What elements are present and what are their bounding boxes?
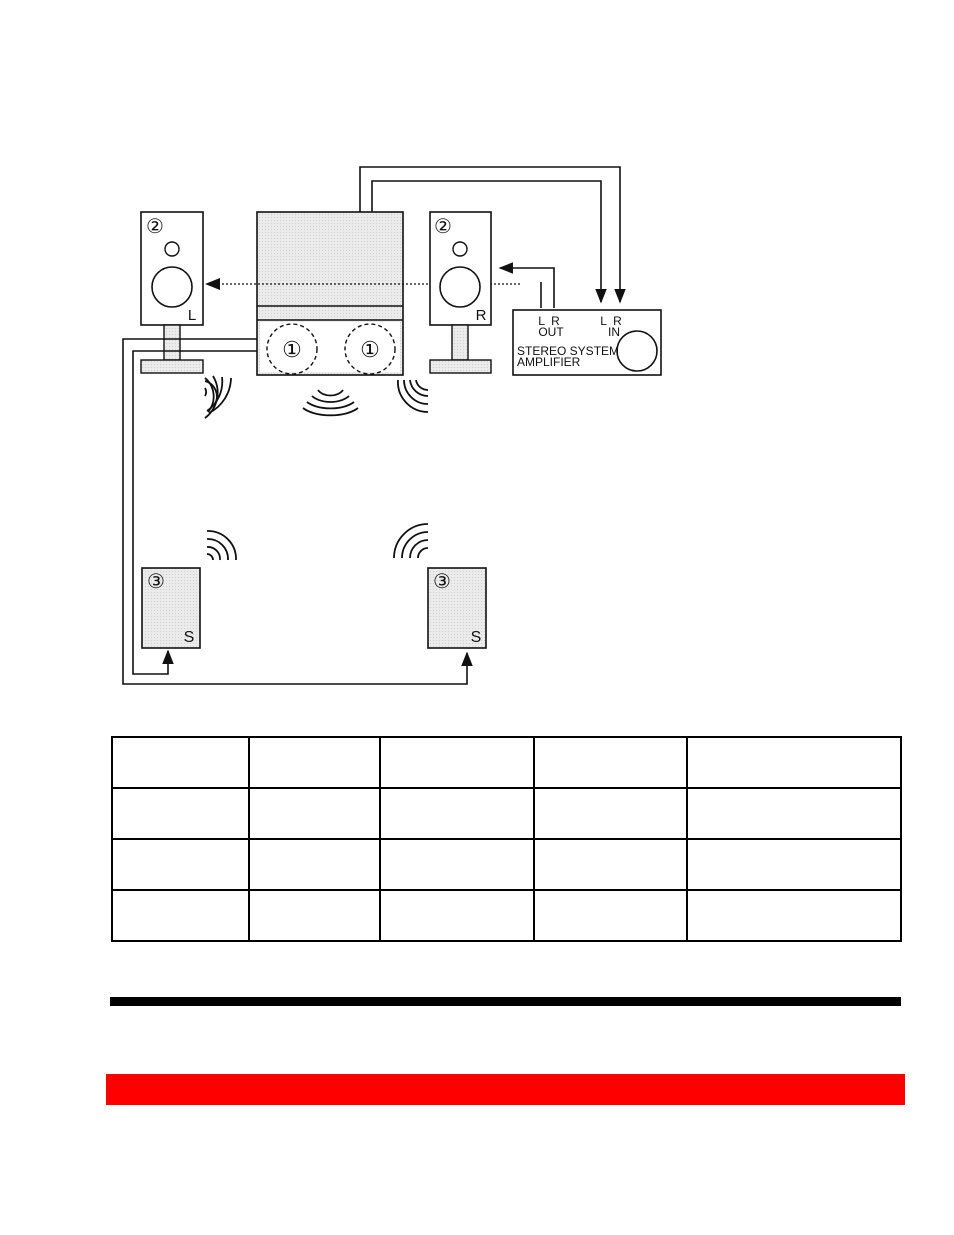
callout-surround-right: ③ <box>433 571 451 593</box>
front-left-label: L <box>188 307 196 324</box>
surround-right-speaker: ③ S <box>427 567 487 649</box>
table-cell <box>248 889 381 942</box>
main-unit-left-driver <box>266 323 318 375</box>
sound-wave-front-right <box>397 379 429 413</box>
table-cell <box>111 736 250 789</box>
table-row <box>111 736 902 789</box>
table-row <box>111 787 902 840</box>
front-left-woofer <box>151 266 193 308</box>
table-cell <box>533 838 688 891</box>
amp-out-label: OUT <box>538 325 564 339</box>
amp-in-label: IN <box>608 325 620 339</box>
red-accent-bar <box>106 1074 905 1105</box>
callout-main-unit-right: ① <box>360 337 380 362</box>
cable-unit-to-surrounds <box>122 338 473 685</box>
cable-unit-to-amp-in <box>359 166 626 304</box>
table-cell <box>379 889 535 942</box>
surround-right-label: S <box>471 629 482 646</box>
callout-main-unit-left: ① <box>282 337 302 362</box>
amp-in-channels: L R <box>600 314 622 328</box>
amp-volume-knob <box>616 330 658 372</box>
table-cell <box>379 787 535 840</box>
table-cell <box>248 787 381 840</box>
table-cell <box>111 889 250 942</box>
stereo-amplifier: L R OUT L R IN STEREO SYSTEM AMPLIFIER <box>512 309 662 376</box>
table-cell <box>533 787 688 840</box>
connection-diagram: ① ① ② L ② R L R OUT L R IN STEREO SYSTEM <box>122 166 662 685</box>
surround-left-speaker: ③ S <box>141 567 201 649</box>
table-cell <box>533 736 688 789</box>
table-cell <box>686 736 902 789</box>
table-cell <box>111 787 250 840</box>
table-cell <box>686 787 902 840</box>
sound-wave-surround-right <box>393 523 429 559</box>
surround-left-label: S <box>184 629 195 646</box>
front-right-woofer <box>439 266 481 308</box>
specs-table <box>111 736 902 942</box>
table-cell <box>248 838 381 891</box>
front-left-speaker: ② L <box>140 211 204 374</box>
front-right-label: R <box>476 307 487 324</box>
table-cell <box>533 889 688 942</box>
section-divider <box>110 997 901 1006</box>
cable-amp-out-to-right-speaker <box>498 262 555 308</box>
table-cell <box>248 736 381 789</box>
table-cell <box>379 838 535 891</box>
amp-name-line1: STEREO SYSTEM <box>517 344 619 358</box>
callout-front-left: ② <box>146 216 164 238</box>
sound-wave-surround-left <box>206 530 237 561</box>
table-cell <box>686 838 902 891</box>
amp-out-channels: L R <box>538 314 560 328</box>
callout-surround-left: ③ <box>147 571 165 593</box>
amp-name-line2: AMPLIFIER <box>517 355 581 369</box>
main-unit-right-driver <box>344 323 396 375</box>
sound-wave-front-left <box>204 375 232 419</box>
table-cell <box>379 736 535 789</box>
main-unit: ① ① <box>256 211 404 376</box>
table-row <box>111 838 902 891</box>
table-row <box>111 889 902 942</box>
sound-wave-center <box>302 389 359 417</box>
table-cell <box>686 889 902 942</box>
table-cell <box>111 838 250 891</box>
callout-front-right: ② <box>434 216 452 238</box>
front-right-speaker: ② R <box>429 211 492 374</box>
